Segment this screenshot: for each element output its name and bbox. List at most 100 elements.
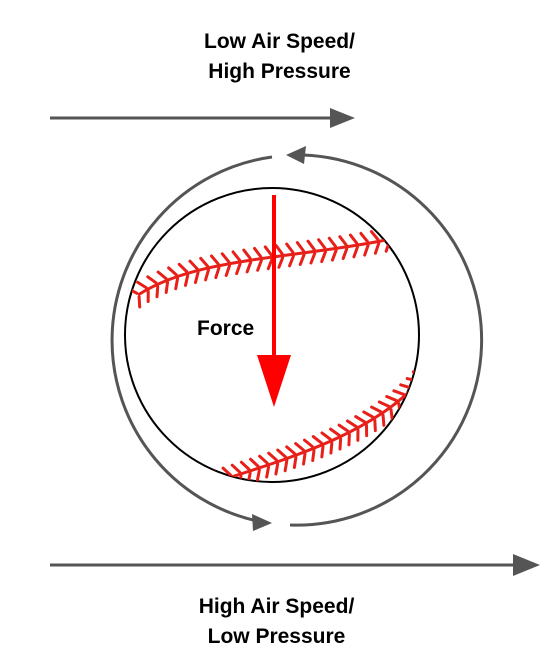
seam-stitch xyxy=(246,471,252,482)
seam-stitch xyxy=(283,459,289,473)
seam-stitch xyxy=(317,238,327,250)
force-label: Force xyxy=(197,317,255,340)
seam-stitch xyxy=(330,248,338,262)
seam-stitch xyxy=(219,480,225,482)
seam-stitch xyxy=(406,235,412,249)
seam-stitch xyxy=(285,445,297,456)
seam-stitch xyxy=(230,463,242,474)
seam-stitch xyxy=(385,395,398,402)
seam-stitch xyxy=(294,442,306,452)
bottom-airflow-arrow xyxy=(50,554,540,576)
seam-stitch xyxy=(221,466,233,477)
spin-arrowhead-top-icon xyxy=(286,146,306,164)
seam-stitch xyxy=(369,230,380,242)
seam-stitch xyxy=(327,236,338,248)
seam-stitch xyxy=(156,270,168,281)
seam-stitch xyxy=(381,413,386,427)
seam-stitch xyxy=(309,251,317,265)
seam-stitch xyxy=(183,273,190,287)
seam-stitch xyxy=(177,262,189,274)
seam-stitch xyxy=(395,237,402,251)
seam-stitch xyxy=(277,256,285,269)
seam-stitch xyxy=(209,254,220,266)
seam-stitch xyxy=(193,270,200,284)
seam-stitch xyxy=(267,451,278,462)
seam-stitch xyxy=(174,277,180,291)
seam-stitch xyxy=(245,260,253,274)
seam-stitch xyxy=(345,419,358,428)
seam-stitch xyxy=(399,383,413,390)
seam-stitch xyxy=(302,438,314,449)
seam-stitch xyxy=(239,460,251,471)
top-label-line1: Low Air Speed/ xyxy=(204,30,355,53)
seam-stitch xyxy=(352,245,359,259)
seam-stitch xyxy=(242,248,252,260)
seam-stitch xyxy=(392,389,406,396)
seam-stitch xyxy=(389,407,394,422)
seam-stitch xyxy=(320,445,325,459)
seam-stitch xyxy=(204,268,210,282)
seam-stitch xyxy=(329,441,334,455)
seam-stitch xyxy=(258,454,269,465)
seam-stitch xyxy=(306,239,316,251)
seam-stitch xyxy=(320,250,327,264)
seam-stitch xyxy=(235,262,242,276)
seam-stitch xyxy=(411,389,418,403)
seam-stitch xyxy=(188,259,199,271)
baseball xyxy=(124,187,431,483)
top-airflow-arrow xyxy=(50,108,355,128)
seam-stitch xyxy=(265,465,271,479)
bottom-airflow-label: High Air Speed/ Low Pressure xyxy=(0,592,556,652)
seam-stitch xyxy=(390,226,401,237)
seam-stitch xyxy=(380,228,391,240)
seam-stitch xyxy=(359,231,369,243)
seam-stitch xyxy=(237,474,243,482)
seam-stitch xyxy=(249,457,260,468)
bottom-label-line2: Low Pressure xyxy=(207,625,346,648)
seam-stitch xyxy=(338,437,343,451)
seam-stitch xyxy=(220,252,231,264)
seam-stitch xyxy=(214,266,221,280)
seam-stitch xyxy=(167,266,178,277)
seam-stitch xyxy=(292,455,298,469)
seam-stitch xyxy=(377,400,391,408)
seam-stitch xyxy=(373,241,381,255)
seam-stitch xyxy=(224,264,232,277)
seam-stitch xyxy=(295,241,306,253)
seam-stitch xyxy=(401,223,412,235)
seam-stitch xyxy=(404,395,410,409)
seam-stitch xyxy=(337,423,350,433)
seam-stitch xyxy=(370,405,383,414)
seam-stitch xyxy=(263,245,273,257)
seam-stitch xyxy=(288,254,295,268)
seam-stitch xyxy=(136,280,148,290)
seam-stitch xyxy=(285,242,295,254)
top-airflow-label: Low Air Speed/ High Pressure xyxy=(0,27,559,87)
bottom-label-line1: High Air Speed/ xyxy=(198,595,355,618)
seam-stitch xyxy=(276,448,287,459)
seam-stitch xyxy=(311,435,323,445)
seam-stitch xyxy=(311,448,316,463)
seam-stitch xyxy=(266,257,274,271)
seam-stitch xyxy=(137,295,142,309)
spin-arc-right xyxy=(289,153,484,527)
seam-stitch xyxy=(427,376,431,386)
seam-stitch xyxy=(253,246,263,259)
seam-stitch xyxy=(338,235,348,247)
seam-stitch xyxy=(155,284,160,299)
seam-stitch xyxy=(362,410,375,419)
seam-stitch xyxy=(164,280,170,294)
seam-stitch xyxy=(256,259,263,272)
seam-stitch xyxy=(146,275,158,285)
seam-stitch xyxy=(363,243,370,257)
force-arrow xyxy=(257,195,291,407)
spin-arrowhead-bottom-icon xyxy=(252,514,272,531)
spin-arc-left xyxy=(110,155,273,525)
seam-stitch xyxy=(298,253,306,266)
seam-stitch xyxy=(274,243,284,256)
seam-stitch xyxy=(348,233,359,245)
seam-stitch xyxy=(341,247,349,260)
seam-stitch xyxy=(320,431,332,441)
seam-stitch xyxy=(329,427,341,437)
